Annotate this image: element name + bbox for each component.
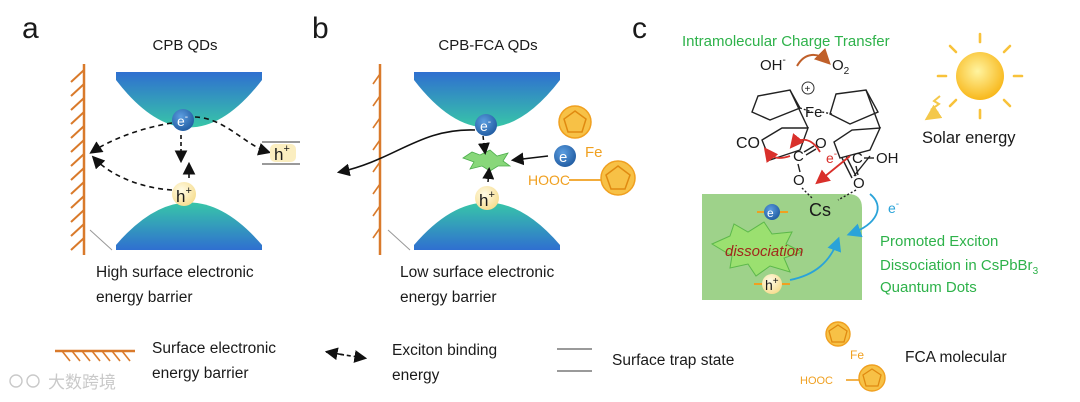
- panel-c-blue-electron: e-: [888, 199, 899, 216]
- sun-icon: [936, 32, 1024, 120]
- panel-a-hole-to-wall-arrow: [91, 155, 173, 191]
- panel-c-oxidation-arrow: [796, 47, 831, 67]
- legend-barrier-swatch: [55, 349, 135, 362]
- panel-b-valence-band: [414, 202, 560, 250]
- legend-trap: Surface trap state: [612, 352, 734, 369]
- panel-c-electron: e: [757, 204, 788, 220]
- panel-c-promoted-line1: Promoted Exciton: [880, 233, 998, 250]
- panel-a-electron-to-wall-arrow: [89, 122, 173, 154]
- panel-b-caption-line1: Low surface electronic: [400, 264, 554, 281]
- panel-c-c-atom: C: [793, 148, 804, 165]
- panel-c-letter: c: [632, 12, 647, 45]
- panel-c-red-electron: e-: [826, 149, 837, 166]
- panel-b-hooc-label: HOOC: [528, 172, 570, 188]
- svg-text:e-: e-: [177, 112, 188, 129]
- panel-c-heading: Intramolecular Charge Transfer: [682, 33, 890, 50]
- solar-ray-arrow: [924, 95, 943, 121]
- panel-b-barrier-wall: [372, 64, 382, 255]
- panel-c-carbonyl-arrow: [789, 133, 821, 153]
- panel-c-dissociation-text: dissociation: [725, 243, 803, 260]
- panel-b-conduction-band: [414, 72, 560, 128]
- panel-a-valence-band: [116, 202, 262, 250]
- panel-c-solar-energy: Solar energy: [922, 129, 1016, 147]
- panel-b-fca-electron: e: [559, 149, 567, 166]
- legend-fca-icon: Fe HOOC: [800, 321, 886, 392]
- panel-c-cs: Cs: [809, 200, 831, 220]
- panel-b-title: CPB-FCA QDs: [438, 37, 537, 54]
- panel-c-hole: h+: [754, 274, 790, 294]
- panel-a-caption-line2: energy barrier: [96, 289, 193, 306]
- panel-a-title: CPB QDs: [152, 37, 217, 54]
- panel-b-fca-molecule: Fe HOOC e: [528, 105, 636, 196]
- panel-a-conduction-band: [116, 72, 262, 128]
- watermark: 大数跨境: [9, 373, 116, 392]
- panel-a: a CPB QDs e-: [22, 12, 300, 306]
- panel-b-exciton-dissociation-splash: [462, 149, 512, 172]
- svg-text:h+: h+: [765, 276, 779, 293]
- svg-text:h+: h+: [176, 185, 192, 206]
- panel-b-electron-escape-arrow: [336, 129, 476, 177]
- panel-c-plus-circle: [801, 81, 815, 95]
- panel-a-hole: h+: [172, 182, 196, 206]
- legend-barrier-line2: energy barrier: [152, 365, 249, 382]
- svg-text:h+: h+: [274, 143, 290, 164]
- panel-b-electron-down-arrow: [477, 135, 490, 155]
- legend: Surface electronic energy barrier Excito…: [55, 321, 1007, 392]
- panel-b-pointer-line: [387, 229, 411, 251]
- watermark-text: 大数跨境: [48, 373, 116, 392]
- panel-a-letter: a: [22, 12, 39, 45]
- panel-a-pointer-line: [89, 229, 113, 251]
- legend-trap-swatch: [557, 348, 592, 372]
- svg-text:e: e: [767, 206, 774, 220]
- panel-a-electron-to-trap-arrow: [194, 116, 272, 156]
- svg-text:e-: e-: [480, 117, 491, 134]
- panel-c-hole-path-arrow: [789, 236, 842, 281]
- panel-c-promoted-line3: Quantum Dots: [880, 279, 977, 296]
- panel-c-oh-minus: OH-: [760, 55, 786, 74]
- panel-b-caption-line2: energy barrier: [400, 289, 497, 306]
- panel-c-fe-center: Fe: [805, 104, 823, 121]
- legend-binding-line1: Exciton binding: [392, 342, 497, 359]
- panel-c-blue-electron-arrow: [846, 193, 879, 238]
- legend-fca: FCA molecular: [905, 349, 1007, 366]
- legend-binding-line2: energy: [392, 367, 440, 384]
- svg-text:h+: h+: [479, 189, 495, 210]
- panel-b-electron: e-: [475, 114, 497, 136]
- panel-b: b CPB-FCA QDs e- h+: [312, 12, 636, 306]
- panel-c-electron-transfer-arrow: [815, 155, 851, 185]
- panel-c-c-right: C: [852, 150, 863, 167]
- panel-c-co-release-arrow: [763, 147, 791, 163]
- panel-c-co: CO: [736, 135, 760, 152]
- panel-c: c Intramolecular Charge Transfer Solar e…: [632, 12, 1039, 300]
- panel-b-fca-electron-arrow: [510, 152, 549, 166]
- legend-fca-hooc: HOOC: [800, 375, 833, 387]
- panel-c-promoted-line2: Dissociation in CsPbBr3: [880, 257, 1039, 277]
- panel-c-o-atom: O: [815, 135, 827, 152]
- panel-b-hole: h+: [475, 186, 499, 210]
- panel-a-barrier-wall: [70, 64, 86, 255]
- panel-c-o2: O2: [832, 57, 850, 77]
- panel-c-o-left: O: [793, 172, 805, 189]
- panel-c-o-right: O: [853, 175, 865, 192]
- fca-top-pentagon-icon: [563, 110, 587, 133]
- panel-b-letter: b: [312, 12, 329, 45]
- panel-a-electron: e-: [172, 109, 194, 131]
- panel-a-trap-state: h+: [262, 141, 300, 165]
- legend-fca-fe: Fe: [850, 348, 864, 362]
- panel-b-fe-label: Fe: [585, 144, 603, 161]
- panel-c-dissociation-burst: [710, 221, 804, 277]
- panel-c-plus-sign: +: [805, 84, 811, 95]
- panel-a-caption-line1: High surface electronic: [96, 264, 254, 281]
- panel-c-oh-right: OH: [876, 150, 899, 167]
- fca-bottom-pentagon-icon: [605, 165, 631, 190]
- panel-b-hole-up-arrow: [482, 167, 495, 183]
- ferrocene-structure-icon: [751, 89, 882, 179]
- legend-binding-swatch-back: [324, 347, 345, 361]
- legend-barrier-line1: Surface electronic: [152, 340, 276, 357]
